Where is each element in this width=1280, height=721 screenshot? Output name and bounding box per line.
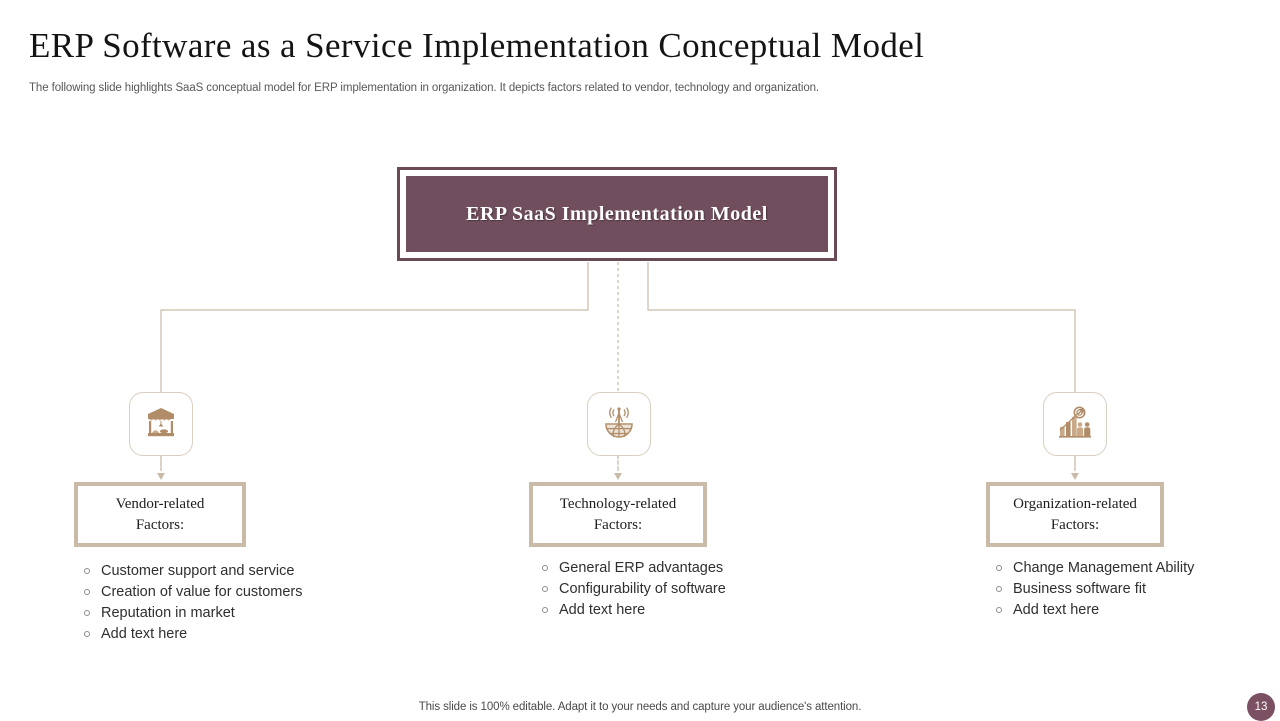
bullet-list-technology: General ERP advantages Configurability o… xyxy=(542,557,726,621)
page-title: ERP Software as a Service Implementation… xyxy=(29,26,925,65)
bullet-circle-icon xyxy=(996,585,1002,592)
branch-title-line1: Organization-related xyxy=(1013,495,1137,512)
branch-title-line2: Factors: xyxy=(135,516,185,533)
list-item-label: General ERP advantages xyxy=(559,559,724,576)
list-item: Creation of value for customers xyxy=(84,581,302,602)
root-node-label: ERP SaaS Implementation Model xyxy=(466,202,768,225)
list-item-label: Customer support and service xyxy=(101,562,295,579)
list-item: Add text here xyxy=(84,624,302,645)
page-number-badge: 13 xyxy=(1247,693,1275,721)
broadcast-globe-icon xyxy=(599,403,639,446)
list-item-label: Business software fit xyxy=(1013,580,1146,597)
root-node-fill: ERP SaaS Implementation Model xyxy=(406,176,828,252)
bullet-circle-icon xyxy=(542,564,548,571)
list-item: Business software fit xyxy=(996,578,1194,599)
list-item: Configurability of software xyxy=(542,578,726,599)
list-item: Change Management Ability xyxy=(996,557,1194,578)
list-item: Add text here xyxy=(542,600,726,621)
branch-box-organization[interactable]: Organization-related Factors: xyxy=(986,482,1164,547)
growth-chart-people-icon xyxy=(1055,403,1095,446)
bullet-list-organization: Change Management Ability Business softw… xyxy=(996,557,1194,621)
list-item-label: Add text here xyxy=(101,626,188,643)
list-item-label: Reputation in market xyxy=(101,605,235,622)
root-node[interactable]: ERP SaaS Implementation Model xyxy=(397,167,837,261)
bullet-circle-icon xyxy=(84,588,90,595)
bullet-circle-icon xyxy=(996,607,1002,614)
bullet-circle-icon xyxy=(542,585,548,592)
bullet-circle-icon xyxy=(996,564,1002,571)
list-item-label: Creation of value for customers xyxy=(101,583,303,600)
storefront-icon xyxy=(141,403,181,446)
list-item: Add text here xyxy=(996,600,1194,621)
page-subtitle: The following slide highlights SaaS conc… xyxy=(29,82,820,94)
branch-title-line1: Technology-related xyxy=(559,495,677,512)
list-item-label: Add text here xyxy=(559,602,646,619)
icon-badge-organization[interactable] xyxy=(1043,392,1107,456)
icon-badge-technology[interactable] xyxy=(587,392,651,456)
icon-badge-vendor[interactable] xyxy=(129,392,193,456)
bullet-list-vendor: Customer support and service Creation of… xyxy=(84,560,302,645)
branch-title-line2: Factors: xyxy=(593,516,643,533)
branch-box-vendor[interactable]: Vendor-related Factors: xyxy=(74,482,246,547)
list-item: Reputation in market xyxy=(84,603,302,624)
footer-note: This slide is 100% editable. Adapt it to… xyxy=(418,701,862,713)
list-item-label: Change Management Ability xyxy=(1013,559,1195,576)
branch-title-line1: Vendor-related xyxy=(115,495,205,512)
list-item-label: Configurability of software xyxy=(559,580,726,597)
bullet-circle-icon xyxy=(84,631,90,638)
list-item-label: Add text here xyxy=(1013,602,1100,619)
list-item: Customer support and service xyxy=(84,560,302,581)
branch-title-line2: Factors: xyxy=(1050,516,1100,533)
bullet-circle-icon xyxy=(542,607,548,614)
list-item: General ERP advantages xyxy=(542,557,726,578)
bullet-circle-icon xyxy=(84,610,90,617)
branch-box-technology[interactable]: Technology-related Factors: xyxy=(529,482,707,547)
bullet-circle-icon xyxy=(84,567,90,574)
